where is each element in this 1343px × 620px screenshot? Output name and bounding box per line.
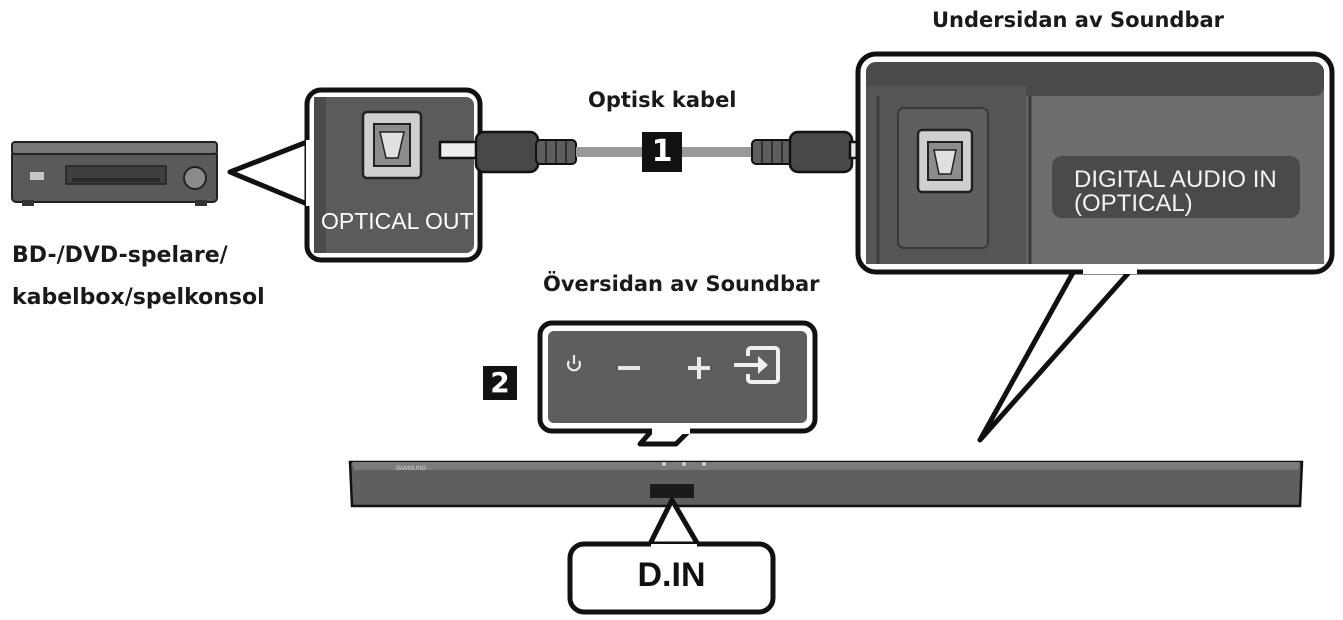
digital-audio-in-label: DIGITAL AUDIO IN: [1074, 166, 1277, 193]
optical-out-label: OPTICAL OUT: [321, 208, 474, 234]
optical-port-icon: [361, 110, 423, 180]
din-callout: [567, 497, 776, 615]
soundbar-top-label: Översidan av Soundbar: [543, 272, 820, 296]
soundbar-underside-label: Undersidan av Soundbar: [932, 8, 1225, 32]
din-label: D.IN: [637, 556, 706, 594]
soundbar-icon: [348, 460, 1304, 508]
player-label-line1: BD-/DVD-spelare/: [12, 243, 228, 268]
dvd-player-icon: [11, 141, 218, 206]
optical-cable-label: Optisk kabel: [588, 88, 737, 112]
optical-plug-icon: [438, 130, 577, 174]
plus-icon: [688, 357, 710, 379]
optical-port-icon: [916, 128, 974, 194]
minus-icon: [618, 366, 640, 370]
soundbar-underside-callout: [855, 51, 1335, 443]
step-badge-1: 1: [642, 132, 682, 172]
step-badge-2: 2: [483, 366, 517, 400]
brand-logo: SAMSUNG: [396, 466, 427, 472]
player-label-line2: kabelbox/spelkonsol: [12, 285, 265, 310]
source-input-icon: [734, 346, 780, 384]
digital-audio-in-sub-label: (OPTICAL): [1074, 190, 1193, 217]
power-icon: [566, 355, 582, 372]
